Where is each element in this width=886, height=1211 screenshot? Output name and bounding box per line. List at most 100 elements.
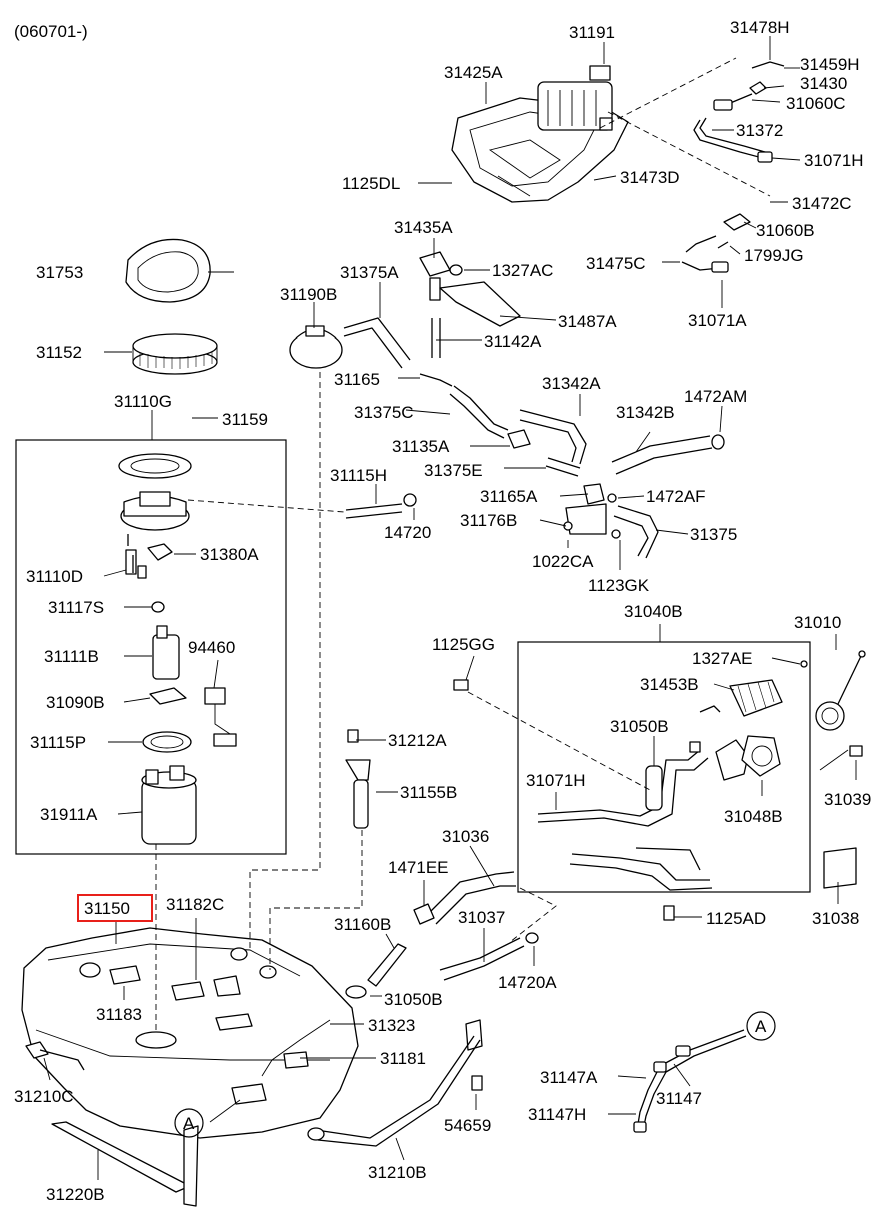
callout-label: 1125AD — [706, 909, 766, 928]
callout-label: 31453B — [640, 675, 699, 694]
callout-label: 31380A — [200, 545, 259, 564]
fuel-cap-31010-drawing — [815, 650, 866, 731]
callout-label: 31375 — [690, 525, 737, 544]
callout-label: 31152 — [36, 343, 82, 362]
callout-label: 31150 — [84, 899, 130, 918]
canister-drawing — [537, 65, 613, 131]
dashed-connection-lines — [155, 57, 771, 1030]
callout-label: 31435A — [394, 218, 453, 237]
callout-label: 31110D — [26, 567, 83, 586]
vapor-hose-drawings — [681, 61, 785, 273]
bolts-right-drawing — [453, 679, 863, 921]
callout-label: 31753 — [36, 263, 83, 282]
callout-label: 1799JG — [744, 246, 804, 265]
callout-label: 31142A — [484, 332, 542, 351]
callout-label: 31473D — [620, 168, 680, 187]
callout-label: 1471EE — [388, 858, 449, 877]
callout-label: 1123GK — [588, 576, 650, 595]
callout-label: 31182C — [166, 895, 224, 914]
valve-31190b-drawing — [289, 325, 343, 369]
callout-label: 1022CA — [532, 552, 594, 571]
filler-hose-31036-drawing — [345, 871, 539, 999]
callout-label: 31060C — [786, 94, 846, 113]
callout-label: 31090B — [46, 693, 105, 712]
callout-label: 31183 — [96, 1005, 142, 1024]
reference-letter-a: A — [755, 1017, 767, 1036]
fuel-pump-module-box — [15, 439, 287, 855]
callout-label: 31160B — [334, 915, 391, 934]
callout-label: 1327AE — [692, 649, 753, 668]
callout-label: 31038 — [812, 909, 859, 928]
callout-label: 31050B — [384, 990, 443, 1009]
callout-label: 31110G — [114, 392, 172, 411]
callout-label: 31372 — [736, 121, 783, 140]
callout-label: 31210C — [14, 1087, 74, 1106]
callout-label: 31425A — [444, 63, 503, 82]
callout-label: 31472C — [792, 194, 852, 213]
callout-label: 1472AF — [646, 487, 706, 506]
sender-31155b-drawing — [345, 729, 371, 829]
callout-label: 1125DL — [342, 174, 400, 193]
callout-label: 31176B — [460, 511, 517, 530]
callout-label: 31430 — [800, 74, 847, 93]
callout-label: 1472AM — [684, 387, 747, 406]
reference-circle-a-tank — [174, 1108, 204, 1138]
callout-label: 31375A — [340, 263, 399, 282]
callout-label: 31048B — [724, 807, 783, 826]
callout-label: 31342B — [616, 403, 675, 422]
callout-label: 1327AC — [492, 261, 553, 280]
callout-label: 31911A — [40, 805, 98, 824]
callout-label: 31071H — [804, 151, 864, 170]
filler-neck-box — [517, 641, 811, 893]
callout-label: 31165 — [334, 370, 380, 389]
callout-label: 31147A — [540, 1068, 598, 1087]
31753-cover-drawing — [125, 238, 211, 303]
callout-label: 54659 — [444, 1116, 491, 1135]
fuel-pump-module-parts — [118, 453, 237, 845]
callout-label: 31037 — [458, 908, 505, 927]
label-plate-31038-drawing — [823, 847, 857, 889]
callout-label: 31135A — [392, 437, 450, 456]
callout-label: 31165A — [480, 487, 538, 506]
callout-label: 31050B — [610, 717, 669, 736]
callout-label: 31375C — [354, 403, 414, 422]
31152-ring-drawing — [132, 333, 218, 375]
filler-neck-drawing — [537, 660, 808, 891]
callout-label: 31036 — [442, 827, 489, 846]
hose-detail-a-drawing — [633, 1029, 747, 1133]
callout-label: 31071H — [526, 771, 586, 790]
callout-label: 31323 — [368, 1016, 415, 1035]
callout-label: 31190B — [280, 285, 337, 304]
callout-label: 31210B — [368, 1163, 427, 1182]
highlight-box-31150 — [77, 894, 153, 922]
reference-circle-a-hose — [746, 1011, 776, 1041]
callout-label: 1125GG — [432, 635, 495, 654]
callout-label: 31375E — [424, 461, 483, 480]
reference-letter-a: A — [183, 1114, 195, 1133]
callout-label: 31115H — [330, 466, 387, 485]
callout-label: 31220B — [46, 1185, 105, 1204]
callout-label: 31475C — [586, 254, 646, 273]
callout-label: 31147H — [528, 1105, 586, 1124]
leader-lines — [43, 36, 857, 1180]
callout-label: 31487A — [558, 312, 617, 331]
callout-label: 31147 — [656, 1089, 702, 1108]
callout-label: 31060B — [756, 221, 815, 240]
callout-label: 31039 — [824, 790, 871, 809]
callout-label: 31111B — [44, 647, 99, 666]
callout-label: 31459H — [800, 55, 860, 74]
callout-label: 31117S — [48, 598, 104, 617]
callout-label: 14720 — [384, 523, 431, 542]
callout-label: 31342A — [542, 374, 601, 393]
date-code: (060701-) — [14, 22, 88, 41]
hose-drawings-center — [343, 251, 725, 559]
callout-label: 31181 — [380, 1049, 426, 1068]
callout-label: 31159 — [222, 410, 268, 429]
callout-label: 31478H — [730, 18, 790, 37]
fuel-tank-31150-drawing — [21, 927, 483, 1207]
callout-label: 31212A — [388, 731, 447, 750]
callout-label: 31010 — [794, 613, 841, 632]
callout-label: 31115P — [30, 733, 86, 752]
callout-label: 31155B — [400, 783, 457, 802]
